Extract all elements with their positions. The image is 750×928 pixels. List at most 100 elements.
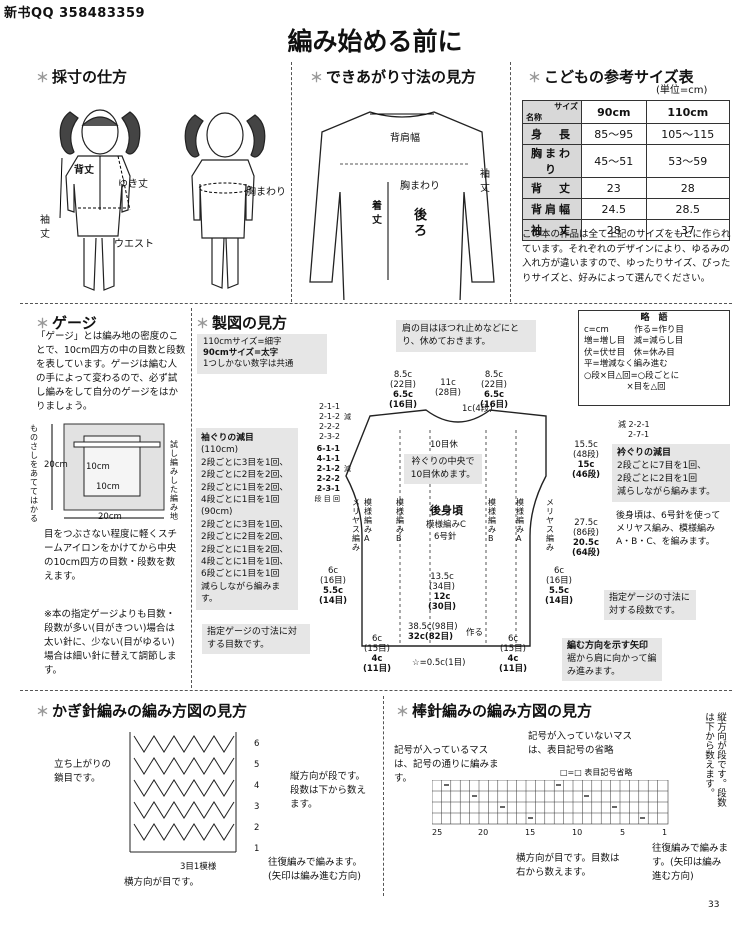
- pattern-c-label: 模様編みC: [426, 520, 466, 530]
- divider: [191, 308, 192, 688]
- divider: [383, 696, 384, 896]
- crochet-turn-note: 往復編みで編みます。(矢印は編み進む方向): [268, 857, 363, 882]
- rest-10: 10目休: [430, 440, 458, 450]
- size-cell: 105〜115: [645, 123, 731, 145]
- section-title-crochet: ＊かぎ針編みの編み方図の見方: [36, 702, 248, 720]
- pattern-b-right: 模様編みB: [488, 498, 496, 543]
- label-back-length: 背丈: [74, 165, 94, 176]
- size-col: 90cm: [581, 100, 647, 124]
- label-chest-circ: 胸まわり: [400, 181, 440, 192]
- crochet-chart: [129, 732, 237, 853]
- size-row-label: 背 丈: [522, 177, 582, 199]
- divider: [291, 62, 292, 302]
- stockinette-right: メリヤス編み: [546, 498, 554, 552]
- size-cell: 24.5: [581, 198, 647, 220]
- cast-on-label: 作る: [466, 628, 484, 638]
- dim-side-height: 27.5c(86段)20.5c(64段): [571, 518, 601, 558]
- watermark-text: 新书QQ 358483359: [4, 6, 146, 21]
- pattern-a-left: 模様編みA: [364, 498, 372, 543]
- pattern-b-left: 模様編みB: [396, 498, 404, 543]
- shoulder-callout: 肩の目はほつれ止めなどにとり、休めておきます。: [396, 320, 536, 352]
- size-cell: 28: [645, 177, 731, 199]
- size-row-label: 胸まわり: [522, 144, 582, 178]
- swatch-note: 試し編みした編み地: [170, 440, 178, 521]
- dec-mark-b: 減: [344, 465, 351, 473]
- needle-label: 6号針: [434, 532, 457, 542]
- size-row-label: 袖 丈: [522, 219, 582, 241]
- pattern-a-right: 模様編みA: [516, 498, 524, 543]
- dim-10cm-b: 10cm: [96, 482, 120, 492]
- label-shoulder: 背肩幅: [390, 133, 420, 144]
- gauge-swatch: [51, 423, 165, 519]
- size-row-label: 背肩幅: [522, 198, 582, 220]
- section-title-measure: ＊採寸の仕方: [36, 68, 128, 86]
- dim-collar-height: 15.5c(48段)15c(46段): [571, 440, 601, 480]
- dec-mark-a: 減: [344, 413, 351, 421]
- sweater-diagram: [309, 111, 495, 300]
- symbol-note: 記号が入っているマスは、記号の通りに編みます。: [394, 745, 499, 784]
- label-yuki: ゆき丈: [118, 179, 148, 190]
- gauge-note-2: ※本の指定ゲージよりも目数・段数が多い(目がきつい)場合は太い針に、少ない(目が…: [44, 609, 177, 676]
- dim-side-left: 6c(16目)5.5c(14目): [318, 566, 348, 606]
- back-body-diagram: [345, 409, 547, 647]
- size-col: 110cm: [645, 100, 731, 124]
- crochet-vertical-note: 縦方向が段です。段数は下から数えます。: [290, 771, 367, 810]
- label-body-length: 着丈: [372, 201, 382, 226]
- gauge-desc: 「ゲージ」とは編み地の密度のことで、10cm四方の中の目数と段数を表しています。…: [36, 331, 186, 412]
- size-legend: 110cmサイズ=細字 90cmサイズ=太字 1つしかない数字は共通: [197, 334, 327, 374]
- back-body-note: 後身頃は、6号針を使ってメリヤス編み、模様編みA・B・C、を編みます。: [616, 511, 721, 547]
- label-sleeve-length: 袖丈: [480, 169, 490, 194]
- dim-center-width: 13.5c(34目)12c(30目): [427, 572, 457, 612]
- divider: [510, 62, 511, 302]
- direction-arrow-box: 編む方向を示す矢印裾から肩に向かって編み進みます。: [562, 638, 662, 681]
- page-title: 編み始める前に: [287, 27, 463, 56]
- gauge-rows-note: 指定ゲージの寸法に対する段数です。: [604, 590, 696, 620]
- crochet-horizontal-note: 横方向が目です。: [124, 877, 200, 888]
- dim-shoulder-left: 8.5c(22目)6.5c(16目): [388, 370, 418, 410]
- divider: [20, 303, 732, 304]
- label-sleeve: 袖丈: [40, 215, 50, 240]
- star-note: ☆=0.5c(1目): [412, 658, 466, 668]
- dim-hem-width: 38.5c(98目)32c(82目): [408, 622, 458, 642]
- section-title-pattern: ＊製図の見方: [196, 314, 288, 332]
- stockinette-left: メリヤス編み: [352, 498, 360, 552]
- size-cell: 23: [581, 177, 647, 199]
- size-cell: 53〜59: [645, 144, 731, 178]
- dim-20cm-h: 20cm: [98, 512, 122, 522]
- dim-shoulder-right: 8.5c(22目)6.5c(16目): [479, 370, 509, 410]
- size-cell: 28.5: [645, 198, 731, 220]
- label-back: 後ろ: [414, 208, 428, 239]
- chain-note: 立ち上がりの鎖目です。: [54, 759, 112, 784]
- section-title-gauge: ＊ゲージ: [36, 314, 97, 332]
- dim-neck: 11c(28目): [435, 378, 461, 398]
- dim-10cm-a: 10cm: [86, 462, 110, 472]
- dim-1c: 1c(4段): [462, 404, 493, 414]
- knit-horizontal-note: 横方向が目です。目数は右から数えます。: [516, 853, 620, 878]
- repeat-label: 3目1模様: [180, 862, 217, 872]
- size-row-label: 身 長: [522, 123, 582, 145]
- dim-side-right: 6c(16目)5.5c(14目): [544, 566, 574, 606]
- size-note: この本の作品は全て上記のサイズをもとに作られています。それぞれのデザインにより、…: [522, 229, 731, 284]
- size-table-corner: サイズ名称: [522, 100, 582, 124]
- size-cell: 85〜95: [581, 123, 647, 145]
- dim-hem-left: 6c(15目)4c(11目): [362, 634, 392, 674]
- steam-note: 目をつぶさない程度に軽くスチームアイロンをかけてから中央の10cm四方の目数・段…: [44, 529, 178, 582]
- section-title-knit: ＊棒針編みの編み方図の見方: [396, 702, 593, 720]
- knit-chart: [432, 780, 669, 825]
- gauge-stitches-note: 指定ゲージの寸法に対する目数です。: [202, 624, 310, 654]
- page-number: 33: [708, 900, 720, 910]
- neck-center-note: 衿ぐりの中央で10目休めます。: [404, 454, 482, 484]
- divider: [20, 690, 732, 691]
- knit-turn-note: 往復編みで編みます。(矢印は編み進む方向): [652, 843, 729, 882]
- child-figures: [59, 109, 266, 291]
- knit-legend: □=□ 表目記号省略: [560, 768, 633, 777]
- dim-20cm-v: 20cm: [44, 460, 68, 470]
- size-unit: (単位=cm): [656, 85, 708, 96]
- section-title-size-table: ＊こどもの参考サイズ表: [528, 68, 694, 86]
- ruler-note: ものさしをあててはかる: [30, 424, 38, 523]
- armhole-decrease-box: 袖ぐりの減目(110cm) 2段ごとに3目を1回、 2段ごとに2目を2回、 2段…: [196, 428, 298, 610]
